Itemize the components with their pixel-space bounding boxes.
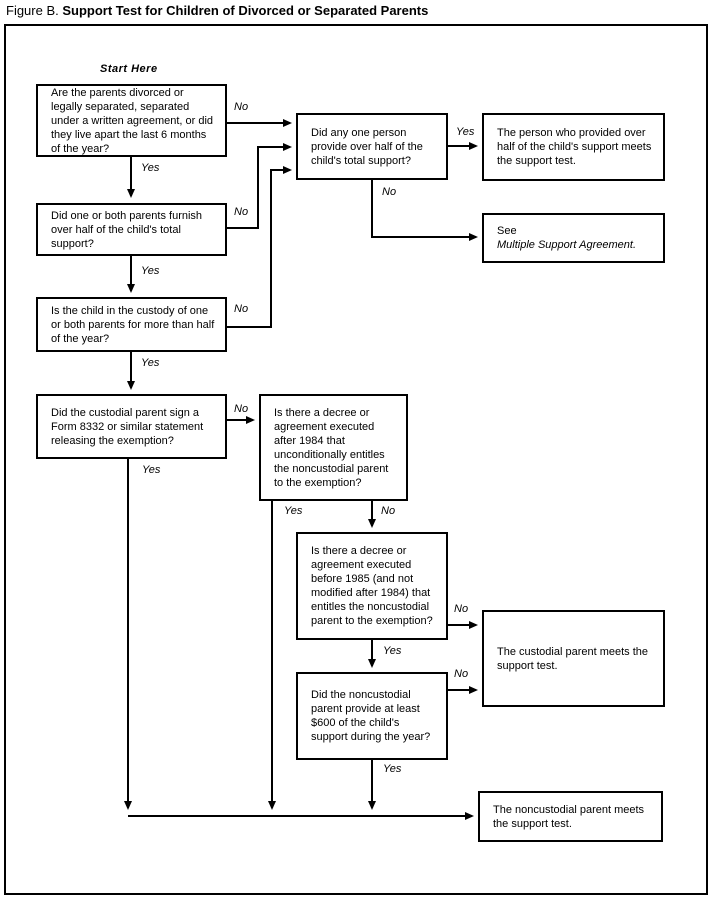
node-q-parents-furnish: Did one or both parents furnish over hal… [36,203,227,256]
see-prefix: See [497,225,517,237]
edge-label-yes: Yes [455,126,476,138]
node-q-decree-after-1984: Is there a decree or agreement executed … [259,394,408,501]
node-text: Is there a decree or agreement executed … [274,406,389,489]
edge-label-no: No [381,186,398,198]
figure-title: Figure B. Support Test for Children of D… [6,3,428,18]
start-here-label: Start Here [100,63,158,75]
node-end-custodial-parent: The custodial parent meets the support t… [482,610,665,707]
multiple-support-agreement-ref: Multiple Support Agreement. [497,239,636,251]
node-text: Did the noncustodial parent provide at l… [311,689,431,743]
edge-label-yes: Yes [140,357,161,369]
edge-label-yes: Yes [140,265,161,277]
node-text: Did any one person provide over half of … [311,126,423,167]
edge-label-no: No [453,603,470,615]
node-q-parents-divorced: Are the parents divorced or legally sepa… [36,84,227,157]
edge-label-yes: Yes [382,645,403,657]
edge-q3-no [227,166,292,328]
node-text: The noncustodial parent meets the suppor… [493,803,645,830]
node-q-any-one-person: Did any one person provide over half of … [296,113,448,180]
node-end-multiple-support: See Multiple Support Agreement. [482,213,665,263]
edge-label-yes: Yes [140,162,161,174]
edge-label-yes: Yes [283,505,304,517]
edge-label-no: No [233,101,250,113]
edge-q2-no [227,143,292,229]
figure-title-main: Support Test for Children of Divorced or… [62,3,429,18]
node-end-person-provided: The person who provided over half of the… [482,113,665,181]
edge-label-no: No [233,403,250,415]
node-q-decree-before-1985: Is there a decree or agreement executed … [296,532,448,640]
edge-one-person-no [371,180,478,241]
figure-title-prefix: Figure B. [6,3,63,18]
node-text: Is the child in the custody of one or bo… [51,304,215,345]
node-text: The custodial parent meets the support t… [497,645,649,672]
edge-label-no: No [380,505,397,517]
node-text: See Multiple Support Agreement. [497,224,636,252]
edge-label-no: No [453,668,470,680]
edge-label-yes: Yes [141,464,162,476]
edge-label-no: No [233,303,250,315]
node-text: Did the custodial parent sign a Form 833… [51,406,204,447]
figure-border [4,24,708,895]
node-q-600-support: Did the noncustodial parent provide at l… [296,672,448,760]
edge-label-no: No [233,206,250,218]
node-text: The person who provided over half of the… [497,127,652,167]
node-text: Are the parents divorced or legally sepa… [51,86,214,155]
edge-label-yes: Yes [382,763,403,775]
node-end-noncustodial-parent: The noncustodial parent meets the suppor… [478,791,663,842]
node-text: Is there a decree or agreement executed … [311,545,433,627]
node-q-custody: Is the child in the custody of one or bo… [36,297,227,352]
node-text: Did one or both parents furnish over hal… [51,209,203,250]
node-q-form-8332: Did the custodial parent sign a Form 833… [36,394,227,459]
